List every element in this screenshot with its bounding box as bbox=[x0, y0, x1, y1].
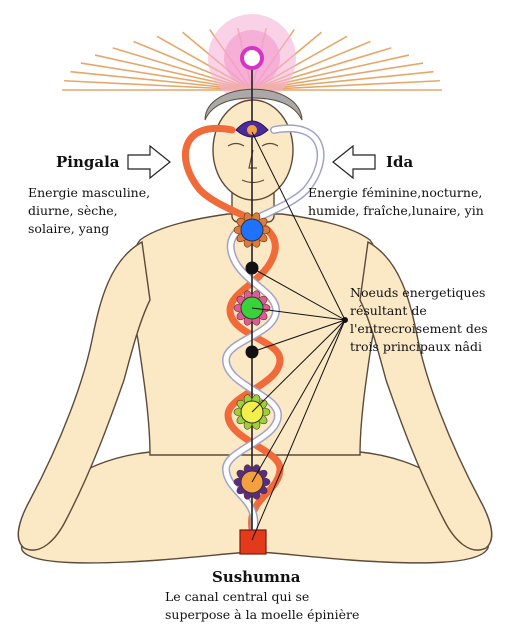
pingala-line-1: Energie masculine, bbox=[28, 185, 151, 200]
pointer-lines bbox=[251, 131, 348, 541]
ida-line-1: Energie féminine,nocturne, bbox=[308, 185, 483, 200]
sushumna-line-2: superpose à la moelle épinière bbox=[165, 607, 360, 622]
ida-title: Ida bbox=[386, 153, 414, 171]
third-eye-chakra bbox=[235, 120, 269, 138]
crown-chakra bbox=[240, 46, 264, 70]
throat-chakra bbox=[233, 212, 271, 248]
nodes-line-3: l'entrecroisement des bbox=[350, 321, 488, 336]
pingala-line-3: solaire, yang bbox=[28, 221, 110, 236]
pingala-description: Energie masculine, diurne, sèche, solair… bbox=[28, 184, 150, 238]
sushumna-description: Le canal central qui se superpose à la m… bbox=[165, 588, 359, 624]
ida-arrow-icon bbox=[332, 144, 376, 180]
sushumna-title: Sushumna bbox=[212, 568, 301, 586]
sacral-chakra bbox=[233, 464, 271, 500]
root-chakra bbox=[239, 529, 267, 555]
heart-chakra bbox=[233, 290, 271, 326]
left-arm bbox=[17, 240, 151, 551]
ida-description: Energie féminine,nocturne, humide, fraîc… bbox=[308, 184, 484, 220]
nodes-line-1: Noeuds energetiques bbox=[350, 285, 486, 300]
right-arm bbox=[359, 240, 493, 551]
ida-channel-fill bbox=[223, 126, 323, 543]
nodes-line-4: trois principaux nâdi bbox=[350, 339, 482, 354]
nodes-description: Noeuds energetiques résultant de l'entre… bbox=[350, 284, 488, 356]
lotus-core bbox=[240, 218, 264, 242]
sushumna-line-1: Le canal central qui se bbox=[165, 589, 310, 604]
pingala-line-2: diurne, sèche, bbox=[28, 203, 118, 218]
ida-line-2: humide, fraîche,lunaire, yin bbox=[308, 203, 484, 218]
pingala-title: Pingala bbox=[56, 153, 120, 171]
hair bbox=[204, 88, 303, 121]
nodes-line-2: résultant de bbox=[350, 303, 427, 318]
pingala-arrow-icon bbox=[127, 144, 171, 180]
